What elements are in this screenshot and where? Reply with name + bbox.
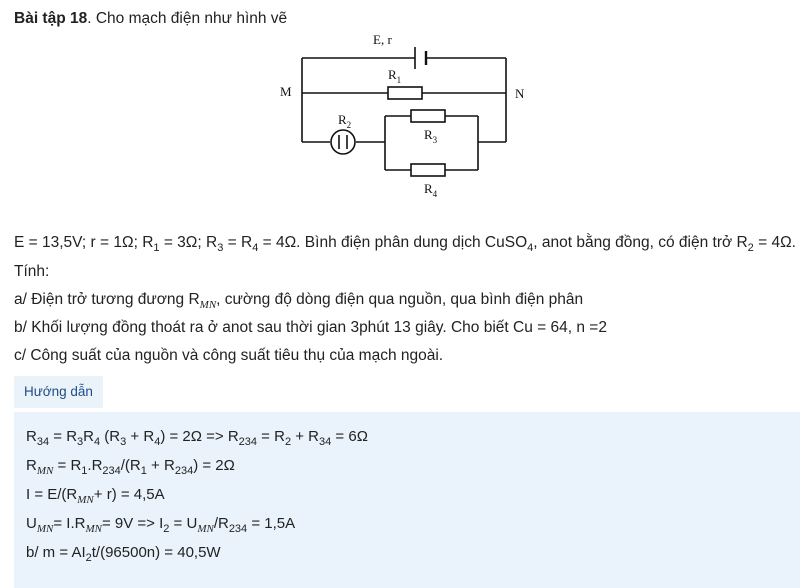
electrolytic-cell-r2 <box>330 129 356 155</box>
exercise-prompt: . Cho mạch điện như hình vẽ <box>87 10 288 27</box>
solution-line-5: b/ m = AI2t/(96500n) = 40,5W <box>26 544 221 564</box>
exercise-title: Bài tập 18. Cho mạch điện như hình vẽ <box>14 10 287 28</box>
question-b: b/ Khối lượng đồng thoát ra ở anot sau t… <box>14 319 607 336</box>
label-r1: R1 <box>388 67 401 85</box>
label-r3: R3 <box>424 127 438 145</box>
solution-line-3: I = E/(RMN+ r) = 4,5A <box>26 486 165 506</box>
guide-button[interactable]: Hướng dẫn <box>14 376 103 408</box>
label-n: N <box>515 86 525 101</box>
solution-line-1: R34 = R3R4 (R3 + R4) = 2Ω => R234 = R2 +… <box>26 428 368 448</box>
exercise-number: Bài tập 18 <box>14 10 88 27</box>
question-a: a/ Điện trở tương đương RMN, cường độ dò… <box>14 291 584 312</box>
label-r2: R2 <box>338 112 351 130</box>
solution-line-4: UMN= I.RMN= 9V => I2 = UMN/R234 = 1,5A <box>26 515 296 535</box>
tinh-label: Tính: <box>14 263 50 280</box>
solution-line-2: RMN = R1.R234/(R1 + R234) = 2Ω <box>26 457 235 477</box>
given-values: E = 13,5V; r = 1Ω; R1 = 3Ω; R3 = R4 = 4Ω… <box>14 234 796 255</box>
label-emf: E, r <box>373 32 392 47</box>
label-m: M <box>280 84 292 99</box>
label-r4: R4 <box>424 181 438 199</box>
solution-panel: R34 = R3R4 (R3 + R4) = 2Ω => R234 = R2 +… <box>14 412 800 588</box>
resistor-r1 <box>387 86 423 100</box>
resistor-r4 <box>410 163 446 177</box>
question-c: c/ Công suất của nguồn và công suất tiêu… <box>14 347 444 364</box>
resistor-r3 <box>410 109 446 123</box>
circuit-diagram: E, r M N R1 R2 R3 R4 <box>280 32 525 199</box>
